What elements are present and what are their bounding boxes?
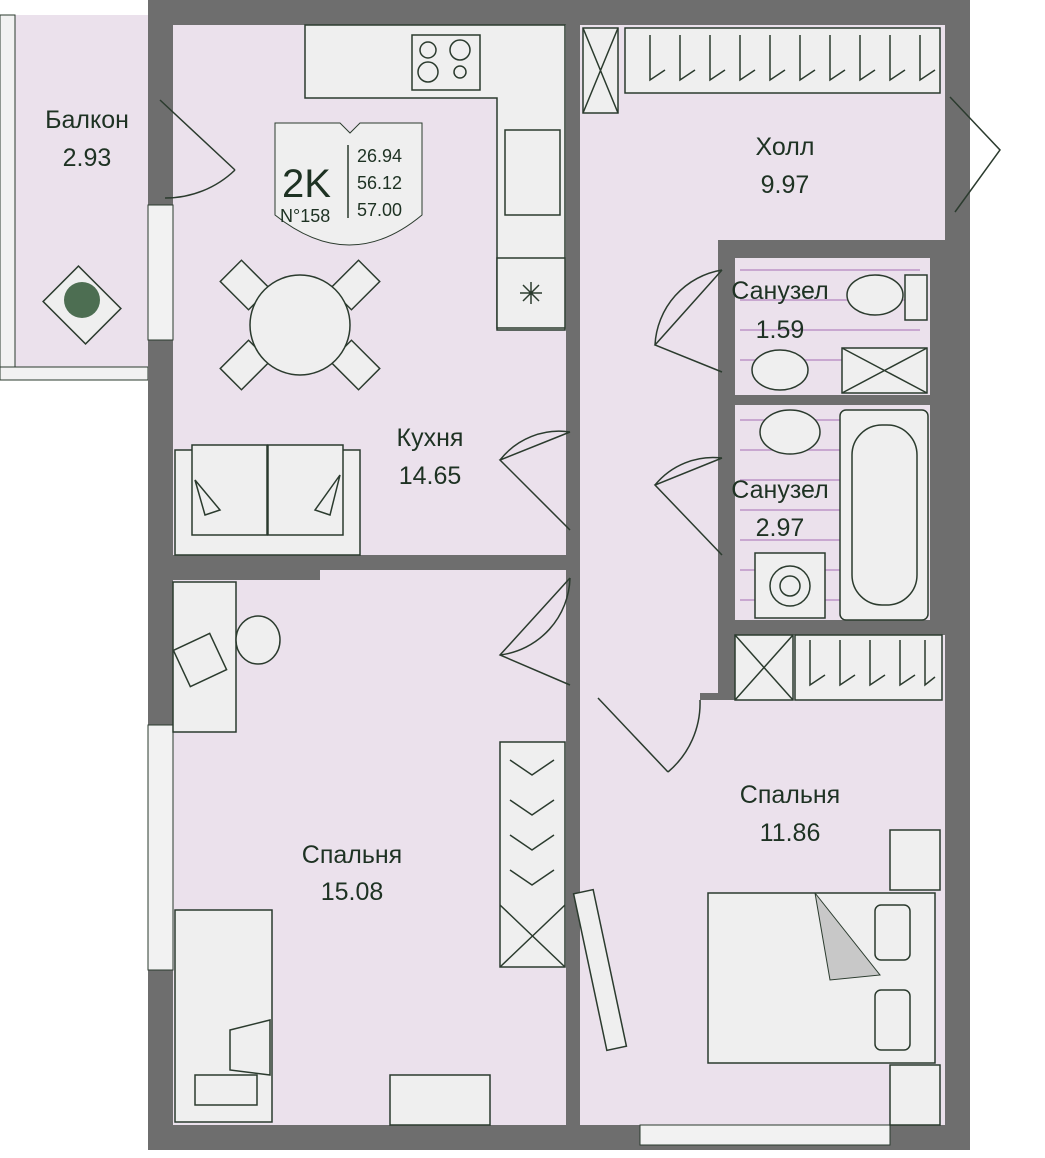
apartment-badge: 2K N°158 26.94 56.12 57.00 — [274, 122, 423, 246]
apartment-number: N°158 — [280, 206, 330, 226]
hanger-icons — [509, 759, 555, 886]
room-area: 11.86 — [760, 819, 821, 847]
washbasin-icon — [751, 349, 809, 391]
sink-icon — [504, 129, 561, 216]
bedroom1-wardrobe — [499, 741, 566, 968]
stove-icon — [411, 34, 481, 91]
window — [147, 724, 174, 971]
room-area: 9.97 — [761, 171, 810, 199]
bathtub-icon — [839, 409, 929, 621]
room-area: 14.65 — [399, 462, 462, 490]
total-area: 56.12 — [357, 173, 402, 193]
toilet-icon — [846, 274, 904, 316]
nightstand — [889, 1064, 941, 1126]
room-area: 15.08 — [321, 878, 384, 906]
room-area: 1.59 — [756, 316, 805, 344]
closet-wardrobe — [794, 634, 943, 701]
room-name: Спальня — [302, 841, 402, 869]
room-name: Санузел — [731, 476, 828, 504]
window — [639, 1124, 891, 1146]
room-name: Балкон — [45, 106, 129, 134]
plant-icon — [42, 265, 122, 345]
sofa — [174, 444, 361, 556]
doors — [159, 96, 1001, 773]
hanger-icons — [649, 35, 936, 82]
washbasin-icon — [759, 409, 821, 455]
apartment-type: 2K — [282, 162, 331, 206]
tv-icon — [572, 888, 628, 1052]
hall-wardrobe — [624, 27, 941, 94]
balcony-railing — [0, 14, 16, 381]
nightstand — [889, 829, 941, 891]
area-with-balcony: 57.00 — [357, 200, 402, 220]
room-name: Холл — [756, 133, 815, 161]
room-name: Спальня — [740, 781, 840, 809]
room-name: Санузел — [731, 277, 828, 305]
window — [147, 204, 174, 341]
chair — [235, 615, 281, 665]
laptop-icon — [172, 632, 228, 688]
living-area: 26.94 — [357, 146, 402, 166]
drying-rack — [389, 1074, 491, 1126]
tile-pattern — [740, 269, 920, 601]
room-area: 2.97 — [756, 514, 805, 542]
washing-machine-icon — [754, 552, 826, 619]
hall-corridor — [580, 238, 718, 693]
dining-table — [219, 259, 381, 391]
room-name: Кухня — [397, 424, 464, 452]
balcony-railing-bottom — [0, 366, 149, 381]
room-area: 2.93 — [63, 144, 112, 172]
kitchen-counter — [304, 24, 566, 331]
